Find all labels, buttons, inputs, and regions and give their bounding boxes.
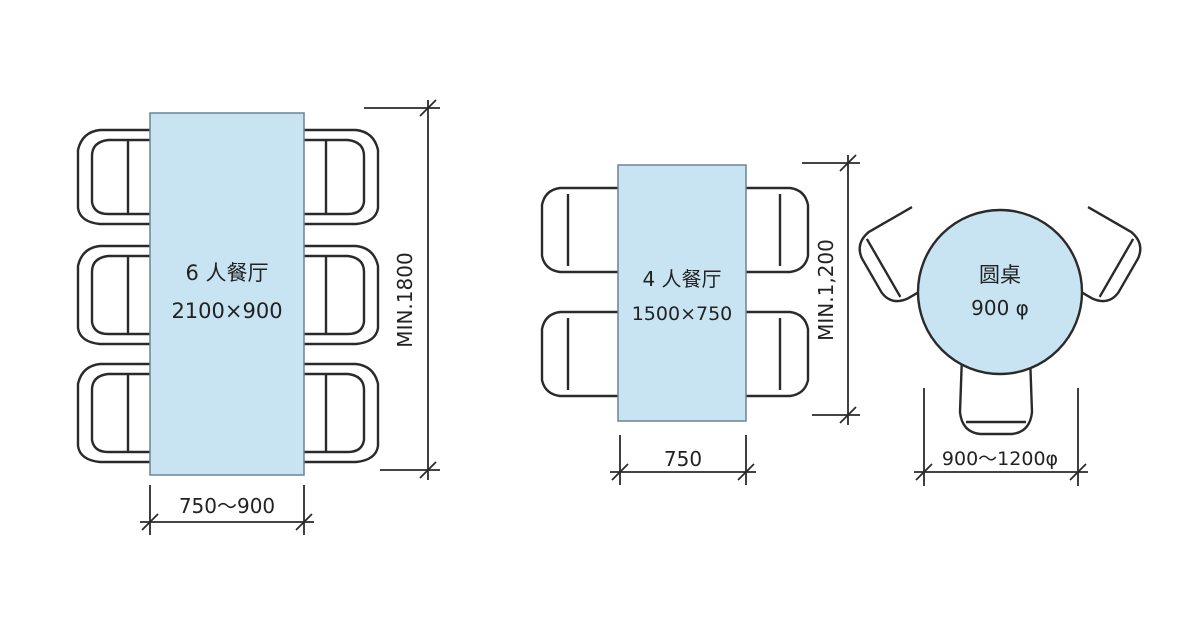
round-tabletop: [916, 208, 1084, 376]
six-person-table-group: 6 人餐厅 2100×900 MIN.1800 750～900: [76, 99, 440, 535]
chair-left-2: [540, 310, 620, 398]
four-person-width-dimension: [610, 435, 756, 485]
six-person-height-dimension: [364, 99, 440, 480]
four-person-tabletop: [617, 164, 747, 422]
four-person-table-group: 4 人餐厅 1500×750 MIN.1,200 750: [540, 154, 860, 485]
round-chair-bottom: [958, 355, 1034, 436]
six-person-table-title: 6 人餐厅: [185, 261, 268, 285]
four-person-table-size: 1500×750: [632, 303, 733, 325]
four-person-height-dimension: [802, 154, 860, 425]
chair-right-3: [304, 362, 380, 464]
round-width-label: 900～1200φ: [942, 448, 1058, 470]
four-person-width-label: 750: [664, 447, 702, 471]
round-table-size: 900 φ: [971, 296, 1029, 320]
four-person-table-title: 4 人餐厅: [642, 267, 721, 291]
chair-right-1: [745, 186, 810, 274]
six-person-table-size: 2100×900: [171, 299, 282, 323]
chair-right-1: [304, 128, 380, 226]
round-width-dimension: [914, 388, 1088, 486]
chair-left-1: [76, 128, 150, 226]
chair-right-2: [745, 310, 810, 398]
round-table-title: 圆桌: [979, 263, 1021, 287]
round-chair-upper-left: [858, 206, 952, 303]
six-person-height-label: MIN.1800: [393, 252, 417, 347]
round-chair-upper-right: [1048, 206, 1142, 303]
chair-left-3: [76, 362, 150, 464]
chair-right-2: [304, 244, 380, 346]
four-person-height-label: MIN.1,200: [814, 239, 838, 341]
chair-left-2: [76, 244, 150, 346]
six-person-width-dimension: [140, 485, 314, 535]
six-person-tabletop: [149, 112, 305, 476]
six-person-width-label: 750～900: [179, 494, 275, 518]
chair-left-1: [540, 186, 620, 274]
round-table-group: 圆桌 900 φ 900～1200φ: [858, 206, 1142, 486]
